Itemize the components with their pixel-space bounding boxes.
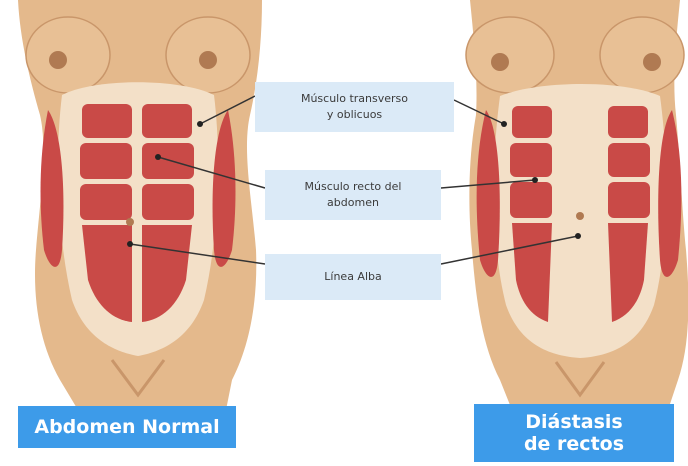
- dot-transverse-left: [197, 121, 203, 127]
- normal-breast-left: [26, 17, 110, 93]
- normal-rectus-r2: [142, 143, 194, 179]
- callout-transverse-line1: Músculo transverso: [301, 91, 408, 107]
- diastasis-rectus-r3: [608, 182, 650, 218]
- diastasis-rectus-l2: [510, 143, 552, 177]
- dot-transverse-right: [501, 121, 507, 127]
- dot-linea-left: [127, 241, 133, 247]
- normal-rectus-r1: [142, 104, 192, 138]
- normal-rectus-l3: [80, 184, 132, 220]
- title-diastasis-rectos: Diástasis de rectos: [474, 404, 674, 462]
- diastasis-navel: [576, 212, 584, 220]
- diastasis-torso: [466, 0, 688, 410]
- diastasis-nipple-right: [643, 53, 661, 71]
- diastasis-breast-left: [466, 17, 554, 93]
- title-normal-text: Abdomen Normal: [34, 416, 219, 438]
- diastasis-breast-right: [600, 17, 684, 93]
- callout-rectus-line2: abdomen: [327, 195, 379, 211]
- diastasis-rectus-l1: [512, 106, 552, 138]
- normal-torso: [18, 0, 262, 410]
- normal-fascia: [58, 82, 218, 356]
- callout-transverse-obliques: Músculo transverso y oblicuos: [255, 82, 454, 132]
- callout-rectus-line1: Músculo recto del: [305, 179, 402, 195]
- dot-rectus-right: [532, 177, 538, 183]
- dot-rectus-left: [155, 154, 161, 160]
- callout-rectus-abdominis: Músculo recto del abdomen: [265, 170, 441, 220]
- title-diastasis-line2: de rectos: [524, 433, 624, 455]
- diastasis-rectus-l3: [510, 182, 552, 218]
- title-diastasis-line1: Diástasis: [525, 411, 622, 433]
- normal-rectus-l2: [80, 143, 132, 179]
- normal-nipple-left: [49, 51, 67, 69]
- diastasis-rectus-r1: [608, 106, 648, 138]
- normal-nipple-right: [199, 51, 217, 69]
- title-abdomen-normal: Abdomen Normal: [18, 406, 236, 448]
- callout-linea-alba: Línea Alba: [265, 254, 441, 300]
- normal-rectus-r3: [142, 184, 194, 220]
- normal-rectus-l1: [82, 104, 132, 138]
- normal-navel: [126, 218, 134, 226]
- diastasis-rectus-r2: [608, 143, 650, 177]
- callout-transverse-line2: y oblicuos: [327, 107, 382, 123]
- callout-linea-label: Línea Alba: [324, 269, 381, 285]
- diastasis-nipple-left: [491, 53, 509, 71]
- dot-linea-right: [575, 233, 581, 239]
